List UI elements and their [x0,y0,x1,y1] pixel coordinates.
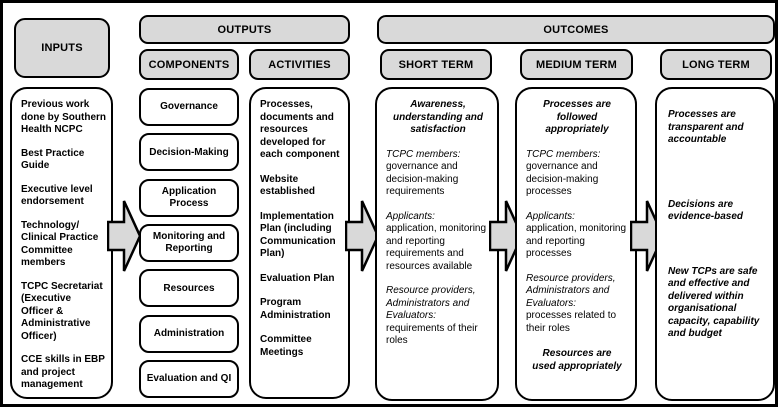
component-box: Monitoring and Reporting [139,223,239,262]
outputs-banner-label: OUTPUTS [217,23,272,36]
components-header: COMPONENTS [139,49,239,80]
medium-term-header: MEDIUM TERM [520,49,633,80]
component-box: Evaluation and QI [139,359,239,398]
flow-arrow-icon [107,199,141,273]
outcome-group: Applicants: application, monitoring and … [386,211,490,274]
long-term-item: New TCPs are safe and effective and deli… [668,265,760,340]
short-term-box: Awareness, understanding and satisfactio… [375,87,499,401]
long-term-box: Processes are transparent and accountabl… [655,87,775,401]
activities-header-label: ACTIVITIES [268,58,331,71]
outcome-group-label: TCPC members: [526,148,601,160]
activities-item: Processes, documents and resources devel… [260,99,340,160]
outcome-group: Resource providers, Administrators and E… [386,285,490,348]
inputs-item: CCE skills in EBP and project management [21,354,105,390]
outcomes-banner-label: OUTCOMES [543,23,609,36]
outputs-banner: OUTPUTS [139,15,350,44]
activities-item: Committee Meetings [260,334,312,358]
long-term-header: LONG TERM [660,49,772,80]
outcome-group-text: governance and decision-making processes [526,161,599,197]
short-term-header-label: SHORT TERM [398,58,474,71]
medium-term-box: Processes are followed appropriately TCP… [515,87,637,401]
component-box: Decision-Making [139,133,239,172]
component-box: Application Process [139,178,239,217]
outcome-group-text: requirements of their roles [386,322,478,347]
outcome-group: TCPC members: governance and decision-ma… [526,149,628,199]
component-box: Governance [139,88,239,126]
inputs-header-label: INPUTS [41,42,83,54]
outcome-group: Resource providers, Administrators and E… [526,273,628,336]
components-list: Governance Decision-Making Application P… [139,88,239,398]
inputs-item: Best Practice Guide [21,147,85,172]
outcome-group-label: Applicants: [526,210,575,222]
inputs-list: Previous work done by Southern Health NC… [10,87,113,399]
activities-item: Implementation Plan (including Communica… [260,210,336,260]
outcomes-banner: OUTCOMES [377,15,775,44]
activities-item: Website established [260,173,316,198]
components-header-label: COMPONENTS [148,58,230,71]
medium-term-footline: Resources are used appropriately [532,348,622,372]
outcome-group-text: governance and decision-making requireme… [386,161,459,197]
activities-list: Processes, documents and resources devel… [249,87,350,399]
outcome-group-label: TCPC members: [386,148,461,160]
outcome-group-label: Resource providers, Administrators and E… [526,272,616,309]
long-term-item: Processes are transparent and accountabl… [668,109,744,145]
flow-arrow-icon [345,199,379,273]
medium-term-headline: Processes are followed appropriately [543,99,611,135]
long-term-item: Decisions are evidence-based [668,198,744,223]
inputs-item: TCPC Secretariat (Executive Officer & Ad… [21,280,103,342]
component-box: Administration [139,314,239,353]
inputs-item: Executive level endorsement [21,183,93,208]
inputs-item: Technology/ Clinical Practice Committee … [21,219,99,269]
outcome-group-text: processes related to their roles [526,310,617,334]
component-box: Resources [139,269,239,308]
short-term-header: SHORT TERM [380,49,492,80]
outcome-group-label: Resource providers, Administrators and E… [386,285,476,321]
outcome-group-label: Applicants: [386,210,435,222]
outcome-group-text: application, monitoring and reporting re… [386,223,487,272]
long-term-header-label: LONG TERM [682,58,750,71]
flow-arrow-icon [489,199,523,273]
inputs-item: Previous work done by Southern Health NC… [21,99,106,135]
outcome-group-text: application, monitoring and reporting pr… [526,223,627,259]
medium-term-header-label: MEDIUM TERM [535,58,618,71]
inputs-header: INPUTS [14,18,110,78]
outcome-group: TCPC members: governance and decision-ma… [386,149,490,199]
activities-item: Program Administration [260,297,331,321]
short-term-headline: Awareness, understanding and satisfactio… [393,99,483,135]
activities-header: ACTIVITIES [249,49,350,80]
outcome-group: Applicants: application, monitoring and … [526,211,628,261]
activities-item: Evaluation Plan [260,272,335,284]
